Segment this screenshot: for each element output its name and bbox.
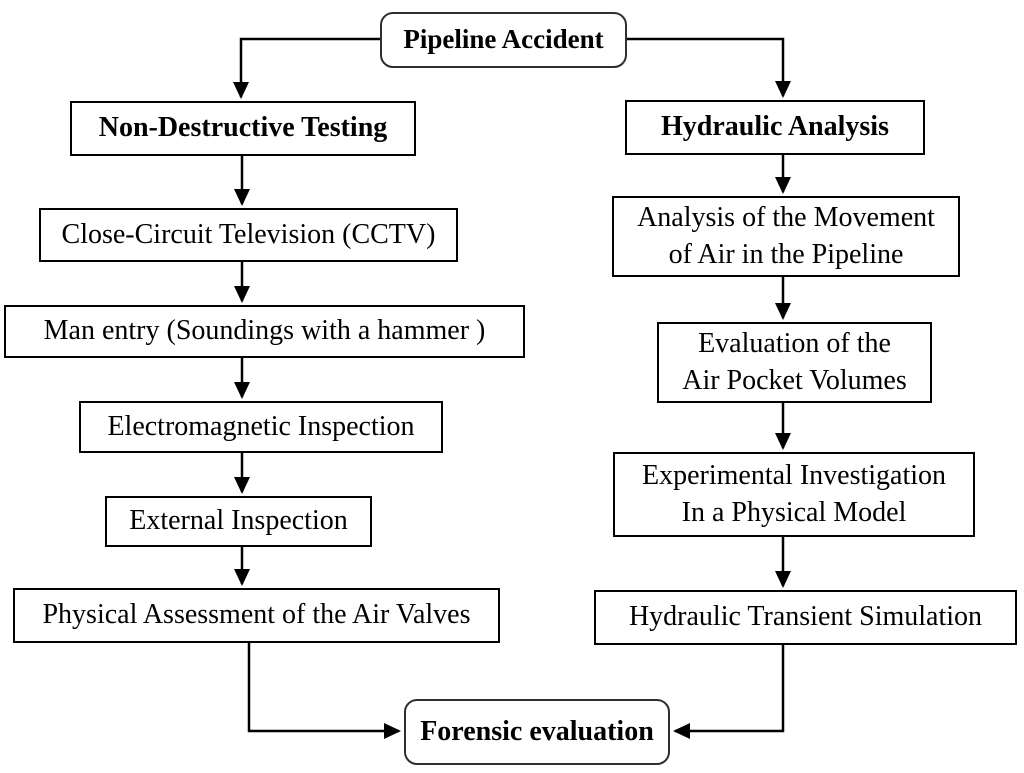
node-cctv: Close-Circuit Television (CCTV) <box>39 208 458 262</box>
node-physical-assessment-label: Physical Assessment of the Air Valves <box>42 599 471 631</box>
node-hydraulic-transient-simulation-label: Hydraulic Transient Simulation <box>628 601 983 633</box>
node-non-destructive-testing: Non-Destructive Testing <box>70 101 416 156</box>
node-man-entry: Man entry (Soundings with a hammer ) <box>4 305 525 358</box>
node-air-pocket-evaluation: Evaluation of the Air Pocket Volumes <box>657 322 932 403</box>
node-cctv-label: Close-Circuit Television (CCTV) <box>61 218 436 250</box>
connector-pipeline-to-hydraulic <box>626 37 791 98</box>
connector-pipeline-to-ndt <box>233 37 382 99</box>
node-pipeline-accident: Pipeline Accident <box>380 12 627 68</box>
node-hydraulic-analysis-label: Hydraulic Analysis <box>661 111 889 143</box>
node-electromagnetic-inspection-label: Electromagnetic Inspection <box>107 410 415 442</box>
connector-physical-to-forensic <box>247 643 401 739</box>
node-hydraulic-transient-simulation: Hydraulic Transient Simulation <box>594 590 1017 645</box>
node-external-inspection: External Inspection <box>105 496 372 547</box>
node-air-movement-analysis: Analysis of the Movement of Air in the P… <box>612 196 960 277</box>
node-experimental-investigation: Experimental Investigation In a Physical… <box>613 452 975 537</box>
node-hydraulic-analysis: Hydraulic Analysis <box>625 100 925 155</box>
node-air-movement-analysis-label: Analysis of the Movement of Air in the P… <box>637 202 935 270</box>
node-pipeline-accident-label: Pipeline Accident <box>403 24 604 55</box>
node-non-destructive-testing-label: Non-Destructive Testing <box>98 112 388 144</box>
node-air-pocket-evaluation-label: Evaluation of the Air Pocket Volumes <box>682 328 907 396</box>
node-forensic-evaluation-label: Forensic evaluation <box>420 715 654 747</box>
node-man-entry-label: Man entry (Soundings with a hammer ) <box>43 315 486 347</box>
node-electromagnetic-inspection: Electromagnetic Inspection <box>79 401 443 453</box>
node-external-inspection-label: External Inspection <box>129 505 348 537</box>
connector-transient-to-forensic <box>673 645 785 739</box>
node-physical-assessment: Physical Assessment of the Air Valves <box>13 588 500 643</box>
node-experimental-investigation-label: Experimental Investigation In a Physical… <box>641 460 947 528</box>
node-forensic-evaluation: Forensic evaluation <box>404 699 670 765</box>
